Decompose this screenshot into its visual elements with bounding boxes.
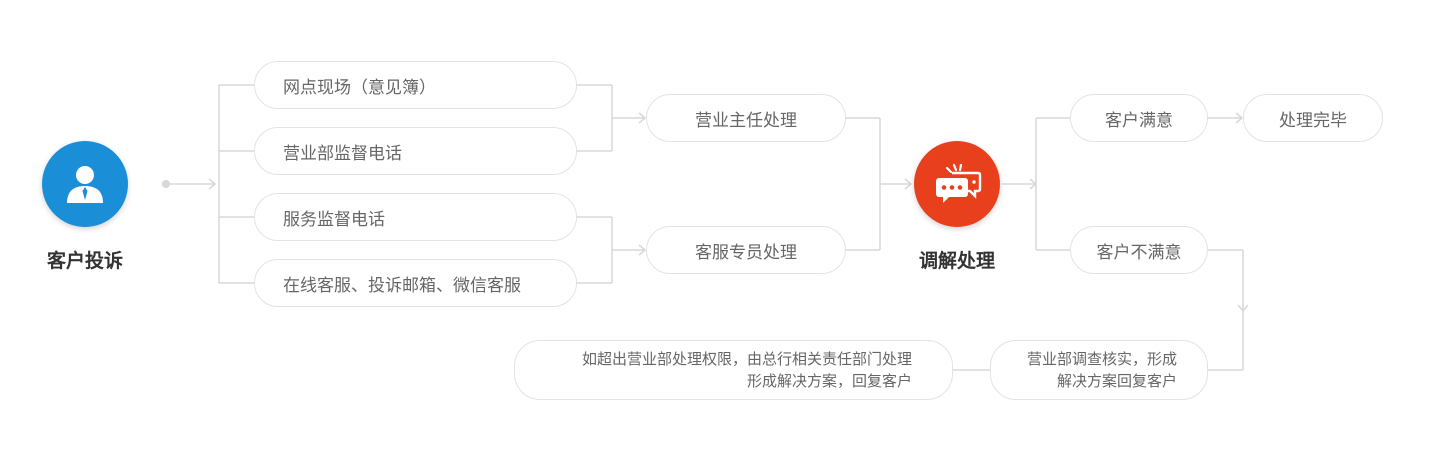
mediation-label: 调解处理 xyxy=(918,250,995,272)
review-line-2: 解决方案回复客户 xyxy=(1056,372,1177,390)
escalation-step: 如超出营业部处理权限，由总行相关责任部门处理 形成解决方案，回复客户 xyxy=(514,340,953,400)
channel-online-service: 在线客服、投诉邮箱、微信客服 xyxy=(254,259,577,307)
escalation-line-2: 形成解决方案，回复客户 xyxy=(746,372,912,390)
channel-branch-onsite: 网点现场（意见簿） xyxy=(254,61,577,109)
complaint-label: 客户投诉 xyxy=(46,250,123,272)
review-step: 营业部调查核实，形成 解决方案回复客户 xyxy=(990,340,1208,400)
escalation-line-1: 如超出营业部处理权限，由总行相关责任部门处理 xyxy=(581,350,912,368)
outcome-unsatisfied: 客户不满意 xyxy=(1070,226,1208,274)
mediation-node xyxy=(914,141,1000,227)
outcome-done: 处理完毕 xyxy=(1243,94,1383,142)
complaint-node xyxy=(42,141,128,227)
handler-service-specialist: 客服专员处理 xyxy=(646,226,846,274)
review-line-1: 营业部调查核实，形成 xyxy=(1026,350,1177,368)
chat-bubbles-icon xyxy=(936,163,982,203)
channel-dept-hotline: 营业部监督电话 xyxy=(254,127,577,175)
channel-service-hotline: 服务监督电话 xyxy=(254,193,577,241)
outcome-satisfied: 客户满意 xyxy=(1070,94,1208,142)
user-icon xyxy=(67,166,103,203)
handler-branch-manager: 营业主任处理 xyxy=(646,94,846,142)
